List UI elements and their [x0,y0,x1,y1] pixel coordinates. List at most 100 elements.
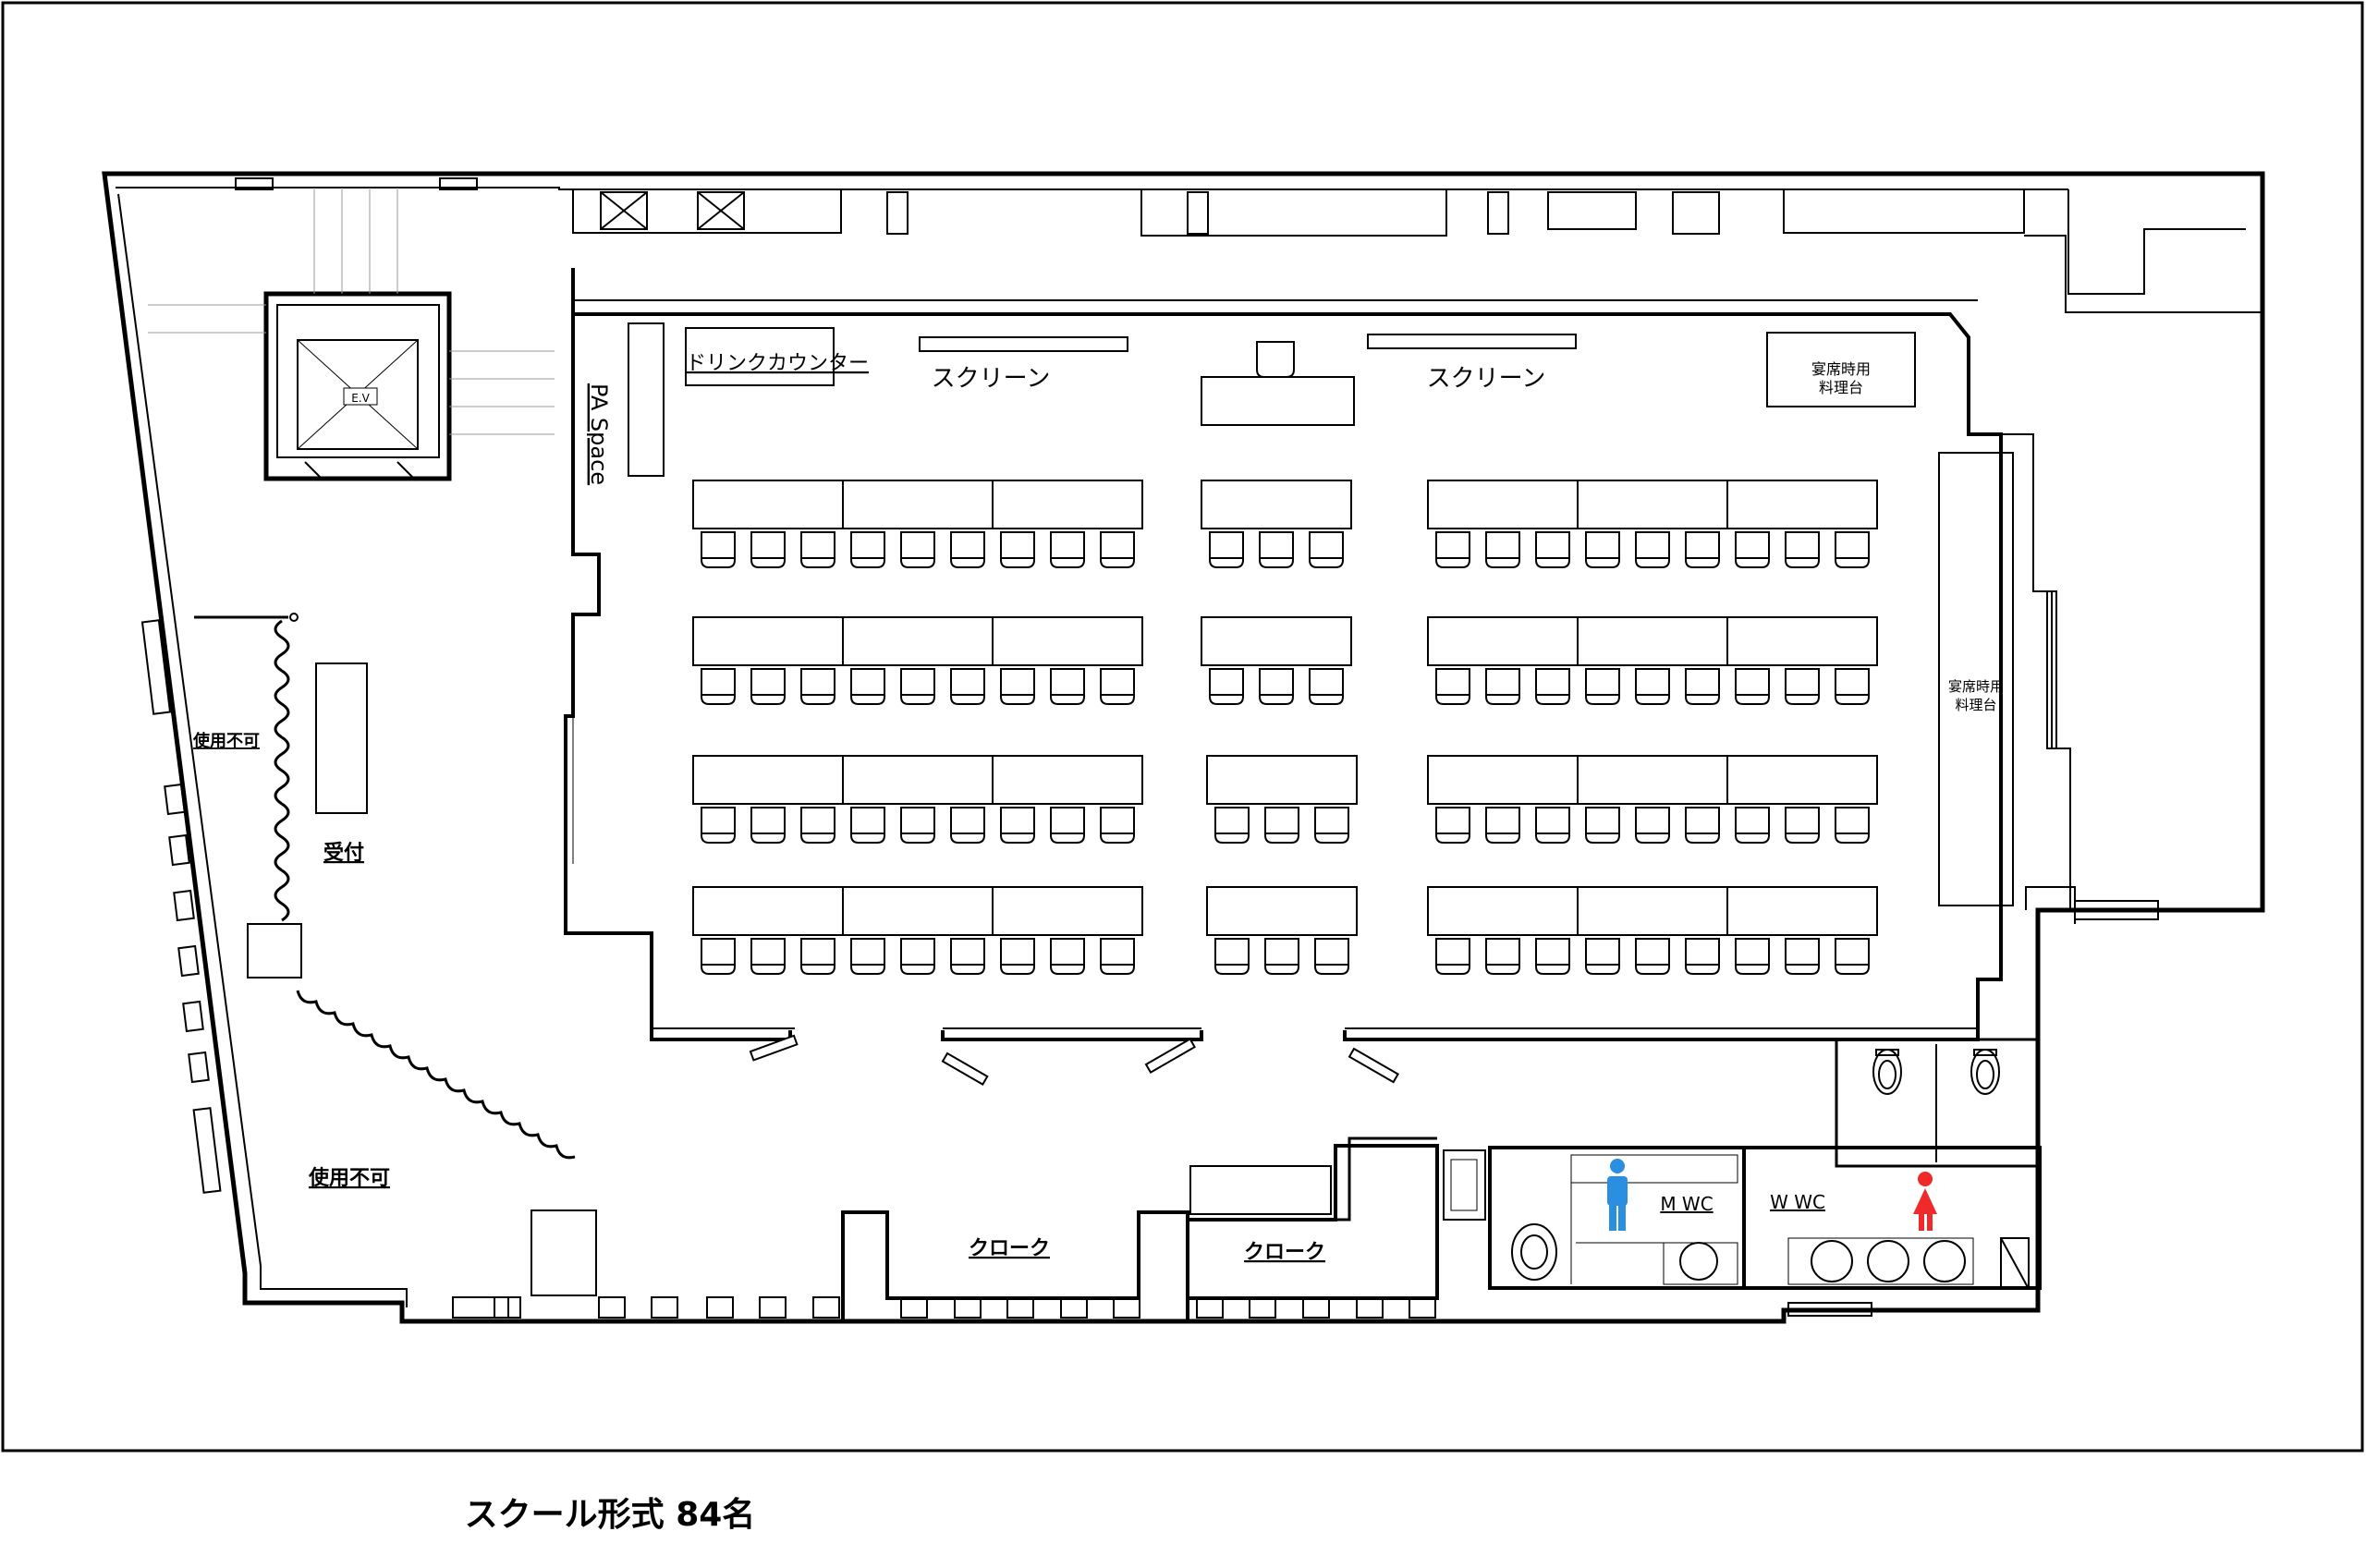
window-panel [1356,1296,1384,1319]
chair [1314,938,1349,975]
desk [1577,616,1728,666]
women-wc-extras [1787,1237,2030,1317]
men-wc-extras [1570,1154,1738,1284]
doors [749,1034,1399,1087]
window-panel [1060,1296,1088,1319]
cloak-right-counter [1189,1165,1332,1215]
chair [1264,938,1299,975]
window-panel [1249,1296,1276,1319]
chair [1264,807,1299,844]
chair [1435,531,1470,568]
reception-box [247,923,302,978]
chair [900,668,935,705]
chair [701,531,736,568]
window-panel [452,1296,509,1319]
cloak-left-wall [841,1210,1189,1321]
chair [1000,668,1035,705]
chair [1685,668,1720,705]
elevator [263,291,452,481]
drink-counter [685,327,835,386]
chair [1735,531,1770,568]
window-panel [1302,1296,1330,1319]
chair [950,938,985,975]
desk [842,755,994,805]
desk [692,616,844,666]
chair [1735,938,1770,975]
chair [1485,807,1520,844]
chair [701,938,736,975]
chair [1585,938,1620,975]
left-window-panels [140,619,222,1194]
chair [1835,807,1870,844]
chair [1309,531,1344,568]
desk [842,616,994,666]
chair [750,938,786,975]
window-panel [1113,1296,1140,1319]
elevator-label: E.V [351,392,370,405]
cooking-right-label-1: 宴席時用 [1948,678,2004,695]
desk [1201,616,1352,666]
chair [1585,531,1620,568]
chair [1735,807,1770,844]
chair [1000,807,1035,844]
unusable-bottom-label: 使用不可 [308,1167,390,1190]
chair [1000,938,1035,975]
men-wc-label: M WC [1660,1193,1713,1215]
chair [750,807,786,844]
window-panel [1196,1296,1224,1319]
outer-wall [102,171,2265,1324]
desk [992,616,1143,666]
chair [1785,938,1820,975]
chair [1000,531,1035,568]
chair [800,938,835,975]
toilets [1511,1049,2000,1282]
chair [1485,668,1520,705]
desk [1577,886,1728,936]
chair [701,668,736,705]
women-wc-room [1742,1146,2042,1290]
women-stalls [1835,1038,2040,1168]
chair [1050,938,1085,975]
chair [1314,807,1349,844]
desk [1726,616,1878,666]
reception-label: 受付 [323,841,364,865]
chair [750,668,786,705]
chair [1050,668,1085,705]
window-panel [812,1296,840,1319]
chair [1785,807,1820,844]
cooking-table-right [1938,452,2014,906]
unusable-top-label: 使用不可 [192,732,260,751]
screen-right-label: スクリーン [1427,365,1546,393]
chair [1685,807,1720,844]
chair [1835,938,1870,975]
cooking-top-label-2: 料理台 [1819,379,1863,396]
chair [1535,807,1570,844]
inner-wall-line [116,187,2068,190]
chair [900,938,935,975]
chair [1050,531,1085,568]
cooking-top-label-1: 宴席時用 [1811,360,1871,378]
chair [1259,668,1294,705]
bottom-windows [452,1296,1436,1319]
chair [1214,938,1250,975]
chair [1214,807,1250,844]
window-panel [1409,1296,1436,1319]
woman-icon [1913,1172,1937,1231]
chair [1685,938,1720,975]
chair [1100,531,1135,568]
window-panel [706,1296,734,1319]
chair [800,531,835,568]
drink-counter-label: ドリンクカウンター [686,352,869,375]
outer-wall-inner-left [117,193,408,1307]
cooking-right-label-2: 料理台 [1955,697,1996,713]
chair [1435,938,1470,975]
chair [1535,531,1570,568]
chair [1585,807,1620,844]
lectern [1201,376,1355,426]
chair [950,807,985,844]
chair [1535,668,1570,705]
window-panel [954,1296,982,1319]
screen-left [919,336,1128,352]
chair [1100,668,1135,705]
